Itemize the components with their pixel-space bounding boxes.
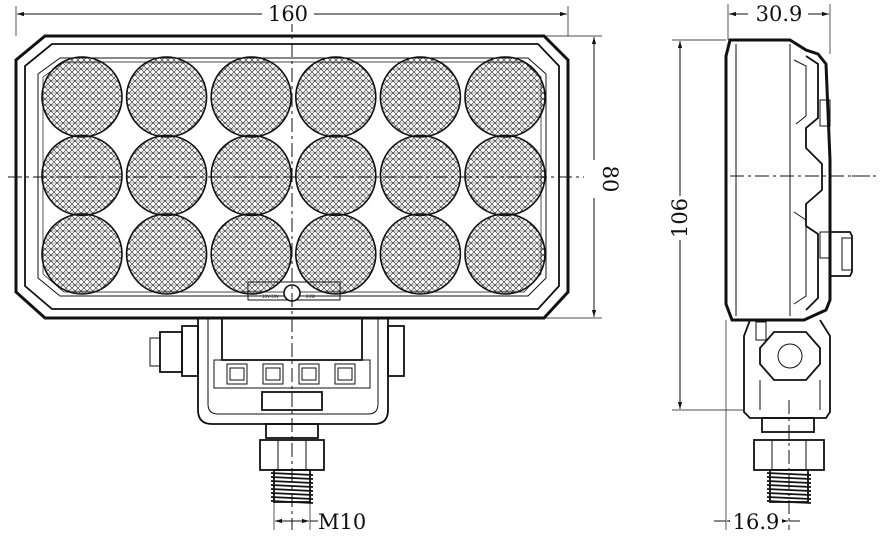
lens	[294, 134, 377, 217]
badge-text-left: 10V-30V	[262, 294, 279, 299]
side-housing	[724, 38, 832, 322]
lens	[464, 213, 546, 295]
dim-side-depth: 30.9	[756, 2, 803, 26]
lens	[210, 56, 292, 138]
dim-thread: M10	[318, 510, 366, 534]
front-view: 10V-30V 24W	[8, 2, 622, 534]
lens	[294, 213, 377, 295]
side-bracket	[743, 319, 831, 419]
lens	[41, 134, 123, 217]
lens	[125, 56, 208, 138]
cable-gland	[829, 231, 853, 277]
housing-inner-outline	[24, 43, 560, 310]
side-view: 30.9 106 16.9	[668, 2, 878, 534]
mounting-bracket	[149, 317, 405, 425]
lens	[379, 213, 462, 295]
lens	[210, 134, 292, 217]
lens	[464, 56, 546, 138]
lens	[125, 213, 208, 295]
badge-text-right: 24W	[306, 294, 315, 299]
lens	[379, 134, 462, 217]
lens-grid	[41, 56, 546, 295]
lens	[125, 134, 208, 217]
lens	[210, 213, 292, 295]
lens	[464, 134, 546, 217]
dim-side-height: 106	[668, 198, 692, 238]
dim-width: 160	[268, 2, 308, 26]
lens	[41, 56, 123, 138]
lens	[294, 56, 377, 138]
lens	[379, 56, 462, 138]
dim-height: 80	[598, 166, 622, 193]
housing-bezel	[37, 57, 547, 297]
dim-mount-offset: 16.9	[733, 510, 780, 534]
lens	[41, 213, 123, 295]
